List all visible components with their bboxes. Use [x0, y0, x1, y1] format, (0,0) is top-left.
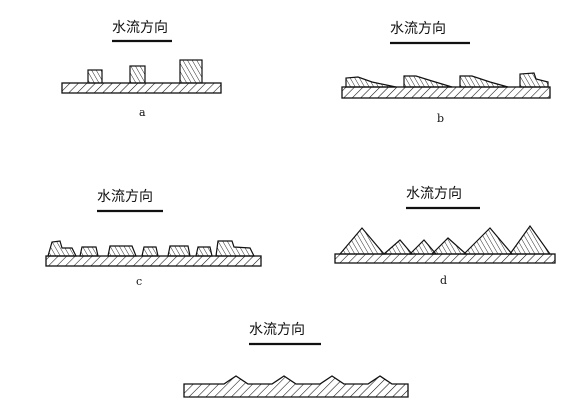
sediment-wedge: [403, 75, 453, 88]
sand-dune: [382, 239, 414, 255]
flow-direction-label: 水流方向: [97, 189, 153, 205]
bed-block-small: [87, 69, 103, 84]
sediment-clump: [195, 246, 213, 257]
flow-direction-label: 水流方向: [406, 186, 462, 202]
sediment-clump: [47, 240, 77, 257]
panel-e: 水流方向: [183, 322, 409, 398]
sediment-clump: [79, 246, 99, 257]
sediment-clump: [167, 245, 191, 257]
panel-label-d: d: [440, 274, 447, 287]
bed-block-medium: [129, 65, 146, 84]
rippled-bed: [183, 375, 409, 398]
panel-label-a: a: [139, 106, 146, 119]
panel-d: 水流方向 d: [334, 186, 556, 287]
sediment-clump: [107, 245, 137, 257]
panel-b: 水流方向 b: [341, 21, 551, 125]
sand-dune: [508, 224, 552, 255]
channel-bed-a: [61, 82, 222, 94]
panel-c: 水流方向 c: [45, 189, 262, 288]
sediment-wedge: [459, 75, 509, 88]
channel-bed-b: [341, 86, 551, 99]
sand-dune: [408, 239, 438, 255]
sediment-wedge: [345, 76, 397, 88]
sediment-wedge: [519, 72, 549, 88]
panel-a: 水流方向 a: [61, 20, 222, 119]
sand-dune: [462, 227, 514, 255]
sediment-clump: [215, 240, 255, 257]
sand-dune: [430, 237, 468, 255]
bed-block-large: [179, 59, 203, 84]
channel-bed-d: [334, 253, 556, 264]
panel-label-c: c: [136, 275, 142, 288]
flow-direction-label: 水流方向: [249, 322, 305, 338]
flow-direction-label: 水流方向: [390, 21, 446, 37]
flow-direction-label: 水流方向: [112, 20, 168, 36]
channel-bed-c: [45, 255, 262, 267]
sediment-clump: [141, 246, 159, 257]
panel-label-b: b: [437, 112, 444, 125]
sand-dune: [338, 227, 386, 255]
